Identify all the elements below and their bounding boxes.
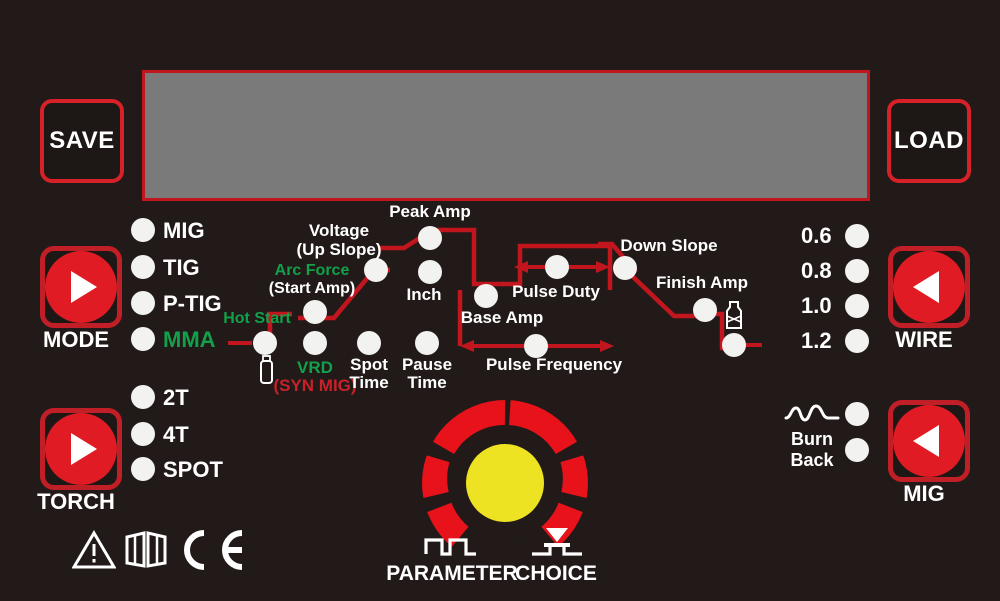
label-base-amp: Base Amp [460,308,544,327]
led-wire-10[interactable] [845,294,869,318]
torch-label-4t: 4T [163,422,189,447]
led-mode-mig[interactable] [131,218,155,242]
label-spot-time-1: Spot [350,355,388,374]
wave-peak-to-base [378,227,504,287]
left-triangle-icon [893,405,965,477]
led-voltage-up-slope[interactable] [364,258,388,282]
square-pulse-icon [424,538,476,556]
knob-ring[interactable] [422,400,588,566]
label-up-slope: (Up Slope) [296,240,382,259]
led-wire-06[interactable] [845,224,869,248]
wire-label-08: 0.8 [801,258,832,283]
led-wire-08[interactable] [845,259,869,283]
label-arc-force: Arc Force [274,262,350,279]
led-inductance[interactable] [845,402,869,426]
label-peak-amp: Peak Amp [389,202,471,221]
burn-back-label-1: Burn [791,429,833,449]
led-post-gas[interactable] [722,333,746,357]
ce-mark-icon [184,530,243,570]
led-torch-4t[interactable] [131,422,155,446]
led-mode-ptig[interactable] [131,291,155,315]
knob-center-cap[interactable] [466,444,544,522]
led-down-slope[interactable] [613,256,637,280]
wire-button-label: WIRE [895,327,953,352]
label-start-amp: (Start Amp) [268,280,356,297]
mode-button-label: MODE [43,327,109,352]
led-pulse-duty[interactable] [545,255,569,279]
torch-button[interactable] [40,408,122,490]
label-syn-mig: (SYN MIG) [273,376,357,395]
mode-label-tig: TIG [163,255,200,280]
label-vrd: VRD [297,358,333,377]
label-spot-time-2: Time [349,373,389,392]
led-peak-amp[interactable] [418,226,442,250]
read-manual-book-icon [125,531,167,568]
wire-label-12: 1.2 [801,328,832,353]
play-triangle-icon [45,251,117,323]
load-button[interactable]: LOAD [887,99,971,183]
lcd-display[interactable] [142,70,870,201]
label-down-slope: Down Slope [620,236,718,255]
mode-label-ptig: P-TIG [163,291,222,316]
led-finish-amp[interactable] [693,298,717,322]
wave-segment-tail [744,343,762,347]
led-arc-force-start-amp[interactable] [303,300,327,324]
choice-label: CHOICE [515,562,597,585]
mode-button[interactable] [40,246,122,328]
wave-segment [228,341,252,345]
label-finish-amp: Finish Amp [656,273,748,292]
burn-back-label-2: Back [790,450,834,470]
led-mode-tig[interactable] [131,255,155,279]
wire-label-06: 0.6 [801,223,832,248]
led-mode-mma[interactable] [131,327,155,351]
wire-button[interactable] [888,246,970,328]
led-vrd-syn-mig[interactable] [303,331,327,355]
encoder-knob[interactable] [422,400,588,566]
gas-cylinder-icon [726,301,742,329]
led-pre-gas[interactable] [253,331,277,355]
led-wire-12[interactable] [845,329,869,353]
left-triangle-icon [893,251,965,323]
label-hot-start: Hot Start [223,310,291,327]
led-burn-back[interactable] [845,438,869,462]
mode-label-mma: MMA [163,327,216,352]
save-button[interactable]: SAVE [40,99,124,183]
parameter-label: PARAMETER [386,562,518,585]
label-pulse-frequency: Pulse Frequency [485,355,623,374]
led-inch[interactable] [418,260,442,284]
torch-button-label: TORCH [37,489,115,514]
wire-label-10: 1.0 [801,293,832,318]
play-triangle-icon [45,413,117,485]
led-torch-spot[interactable] [131,457,155,481]
torch-label-spot: SPOT [163,457,223,482]
label-pause-time-1: Pause [401,355,453,374]
gas-cylinder-icon [260,355,273,384]
label-inch: Inch [406,285,442,304]
mig-button[interactable] [888,400,970,482]
wave-pulse-block [502,243,613,290]
mode-label-mig: MIG [163,218,205,243]
warning-triangle-icon [72,530,116,569]
label-pause-time-2: Time [407,373,447,392]
led-pulse-frequency[interactable] [524,334,548,358]
led-pause-time[interactable] [415,331,439,355]
mig-button-label: MIG [903,481,945,506]
wave-base-vertical [457,290,463,346]
torch-label-2t: 2T [163,385,189,410]
led-base-amp[interactable] [474,284,498,308]
squiggle-waveform-icon [784,404,840,422]
label-pulse-duty: Pulse Duty [512,282,600,301]
down-arrow-to-bar-icon [532,528,582,556]
label-voltage: Voltage [308,221,370,240]
led-torch-2t[interactable] [131,385,155,409]
led-spot-time[interactable] [357,331,381,355]
